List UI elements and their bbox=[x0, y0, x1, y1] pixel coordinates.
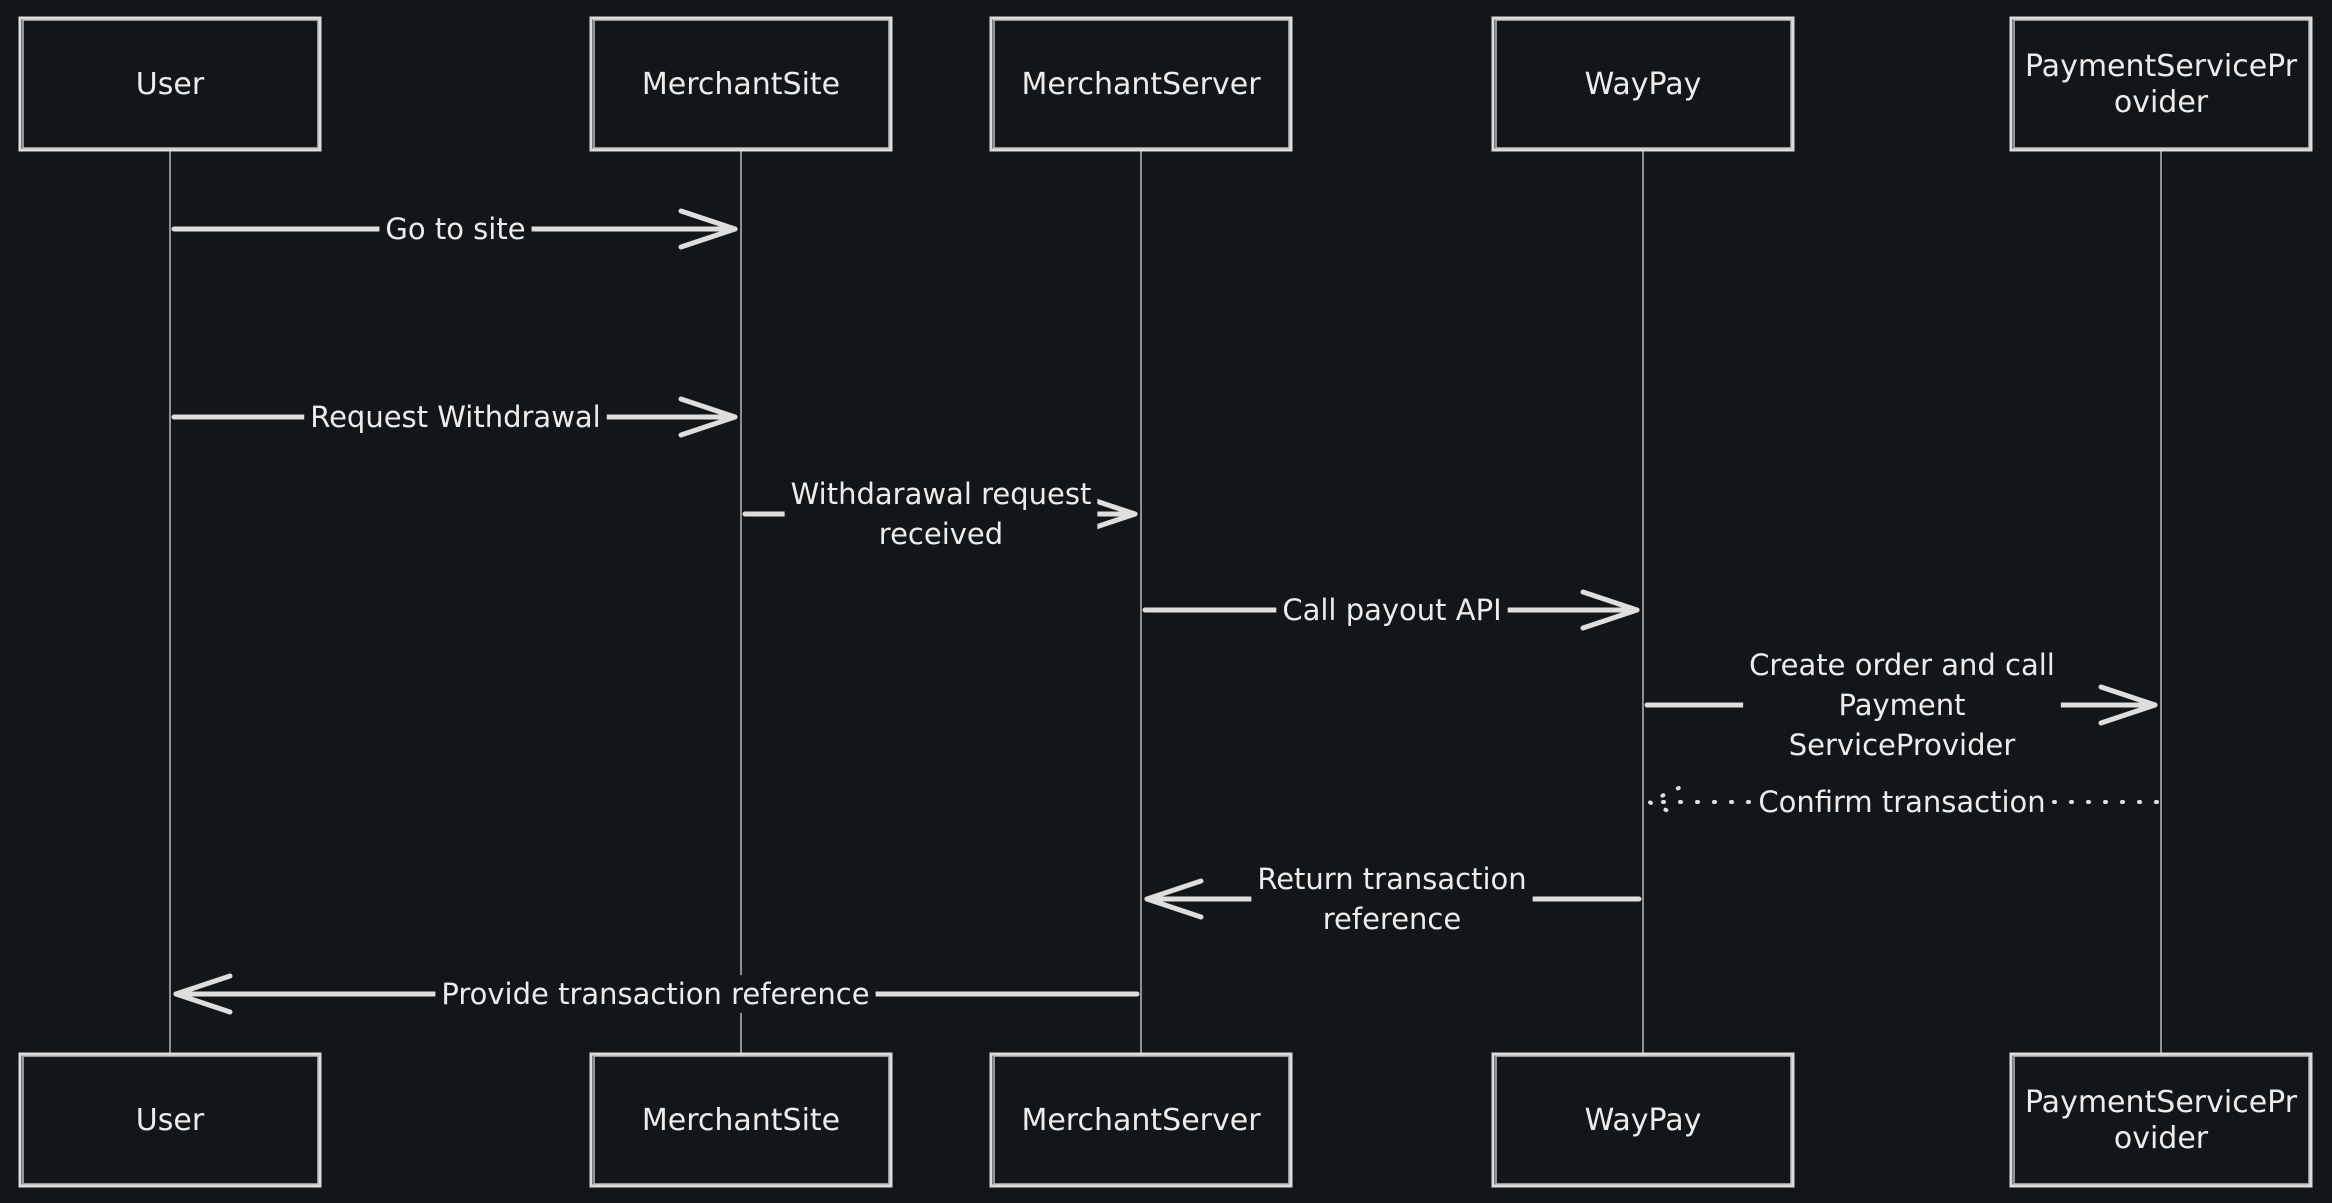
message-label-line: reference bbox=[1323, 902, 1461, 936]
message-create-order-call-psp: Create order and callPaymentServiceProvi… bbox=[1644, 646, 2158, 764]
participant-box bbox=[2009, 16, 2313, 152]
message-label: Call payout API bbox=[1276, 591, 1508, 629]
participants-top: User MerchantSite MerchantServer WayPay Paym… bbox=[18, 16, 2313, 152]
participant-box-outline bbox=[1495, 19, 1792, 149]
participant-user-top: User bbox=[18, 16, 322, 152]
message-arrow-head bbox=[1078, 493, 1138, 535]
participant-label: PaymentServicePr bbox=[2025, 1085, 2298, 1120]
participant-merchant-site-top: MerchantSite bbox=[589, 16, 893, 152]
message-arrow-head bbox=[1144, 878, 1204, 920]
message-label-line: ServiceProvider bbox=[1789, 728, 2016, 762]
participant-label: PaymentServicePr bbox=[2025, 49, 2298, 84]
message-label: Withdarawal request received bbox=[784, 475, 1098, 553]
message-arrow-head bbox=[1580, 589, 1640, 631]
message-label-line: Payment bbox=[1839, 688, 1966, 722]
participant-box bbox=[2009, 1052, 2313, 1188]
participant-box-outline bbox=[22, 19, 319, 149]
message-label: Return transaction reference bbox=[1251, 860, 1533, 938]
participant-label: ovider bbox=[2114, 85, 2209, 120]
message-arrow-head bbox=[1644, 786, 1681, 818]
participant-merchant-server-top: MerchantServer bbox=[989, 16, 1293, 152]
message-label-background bbox=[1743, 646, 2061, 764]
participants-bottom: User MerchantSite MerchantServer WayPay Paym… bbox=[18, 1052, 2313, 1188]
participant-label: MerchantServer bbox=[1021, 1103, 1261, 1138]
participant-box-outline bbox=[2013, 19, 2310, 149]
participant-label: User bbox=[136, 1103, 205, 1138]
message-label-line: Go to site bbox=[385, 212, 525, 246]
message-provide-transaction-reference: Provide transaction reference bbox=[173, 973, 1140, 1015]
message-label: Go to site bbox=[379, 210, 532, 248]
participant-box bbox=[989, 1052, 1293, 1188]
participant-waypay-bottom: WayPay bbox=[1491, 1052, 1795, 1188]
message-withdrawal-request-received: Withdarawal request received bbox=[742, 475, 1138, 553]
participant-box bbox=[589, 1052, 893, 1188]
participant-label: WayPay bbox=[1585, 1103, 1702, 1138]
message-return-transaction-reference: Return transaction reference bbox=[1144, 860, 1642, 938]
message-label: Provide transaction reference bbox=[435, 975, 876, 1013]
participant-box bbox=[18, 16, 322, 152]
participant-box bbox=[1491, 16, 1795, 152]
message-label-background bbox=[784, 475, 1098, 553]
message-label-background bbox=[1251, 860, 1533, 938]
participant-box-outline bbox=[993, 19, 1290, 149]
participant-label: MerchantSite bbox=[642, 67, 840, 102]
participant-box bbox=[1491, 1052, 1795, 1188]
participant-label: MerchantServer bbox=[1021, 67, 1261, 102]
message-label-line: Return transaction bbox=[1257, 862, 1526, 896]
participant-box-outline bbox=[593, 19, 890, 149]
message-arrow-head bbox=[173, 973, 233, 1015]
message-label-background bbox=[435, 975, 876, 1013]
participant-box bbox=[589, 16, 893, 152]
message-label-background bbox=[304, 398, 607, 436]
message-arrow-head bbox=[2098, 684, 2158, 726]
participant-label: User bbox=[136, 67, 205, 102]
participant-waypay-top: WayPay bbox=[1491, 16, 1795, 152]
message-label: Request Withdrawal bbox=[304, 398, 607, 436]
message-call-payout-api: Call payout API bbox=[1142, 589, 1640, 631]
participant-user-bottom: User bbox=[18, 1052, 322, 1188]
message-label-line: Provide transaction reference bbox=[441, 977, 869, 1011]
lifelines bbox=[169, 150, 2162, 1054]
message-label: Create order and callPaymentServiceProvi… bbox=[1743, 646, 2061, 764]
participant-box-outline bbox=[593, 1055, 890, 1185]
participant-merchant-site-bottom: MerchantSite bbox=[589, 1052, 893, 1188]
participant-label: MerchantSite bbox=[642, 1103, 840, 1138]
message-label-background bbox=[379, 210, 532, 248]
message-label-line: Confirm transaction bbox=[1758, 785, 2045, 819]
participant-box-outline bbox=[1495, 1055, 1792, 1185]
participant-box-outline bbox=[993, 1055, 1290, 1185]
participant-merchant-server-bottom: MerchantServer bbox=[989, 1052, 1293, 1188]
participant-box-outline bbox=[22, 1055, 319, 1185]
message-label-line: Withdarawal request bbox=[791, 477, 1092, 511]
participant-box bbox=[989, 16, 1293, 152]
message-label-background bbox=[1276, 591, 1508, 629]
participant-label: WayPay bbox=[1585, 67, 1702, 102]
message-go-to-site: Go to site bbox=[171, 208, 738, 250]
message-label-line: Create order and call bbox=[1749, 648, 2055, 682]
message-label-line: Call payout API bbox=[1282, 593, 1501, 627]
message-label-line: received bbox=[879, 517, 1003, 551]
message-confirm-transaction: Confirm transaction bbox=[1644, 783, 2159, 821]
message-arrow-head bbox=[678, 396, 738, 438]
message-label-background bbox=[1752, 783, 2052, 821]
message-arrow-head bbox=[678, 208, 738, 250]
message-label-line: Request Withdrawal bbox=[310, 400, 601, 434]
message-label: Confirm transaction bbox=[1752, 783, 2052, 821]
message-request-withdrawal: Request Withdrawal bbox=[171, 396, 738, 438]
participant-box bbox=[18, 1052, 322, 1188]
participant-label: ovider bbox=[2114, 1121, 2209, 1156]
participant-box-outline bbox=[2013, 1055, 2310, 1185]
